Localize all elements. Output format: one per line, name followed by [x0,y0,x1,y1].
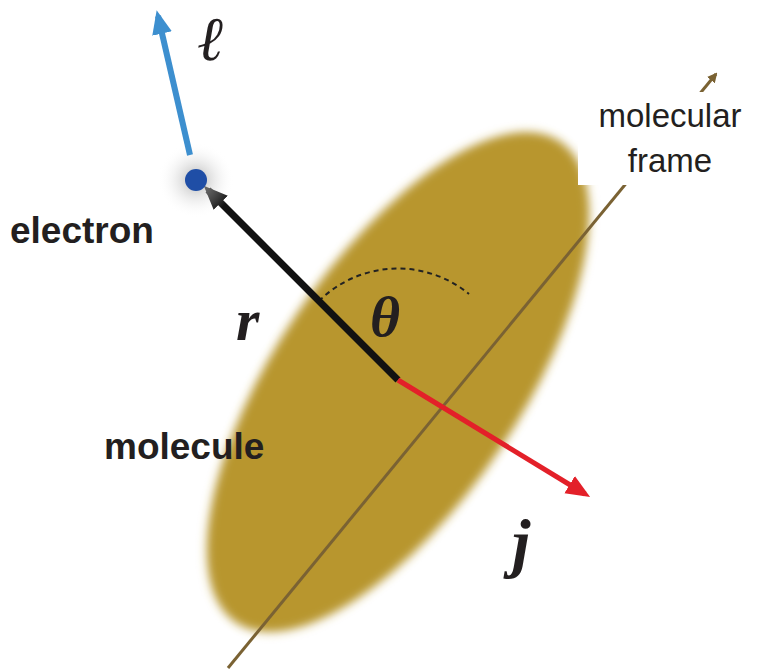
vector-symbol: r [236,290,259,350]
vector-symbol: ℓ [198,8,225,70]
position-vector [208,190,398,380]
part-label: electron [10,212,154,249]
part-label: molecule [104,428,264,465]
axis-label: molecular frame [578,92,762,185]
angle-symbol: θ [370,288,400,346]
electron-dot [185,169,207,191]
angular-momentum-vector [158,16,190,155]
rotation-vector [398,380,585,494]
vector-symbol: j [512,510,530,576]
electron-glow [158,142,234,218]
